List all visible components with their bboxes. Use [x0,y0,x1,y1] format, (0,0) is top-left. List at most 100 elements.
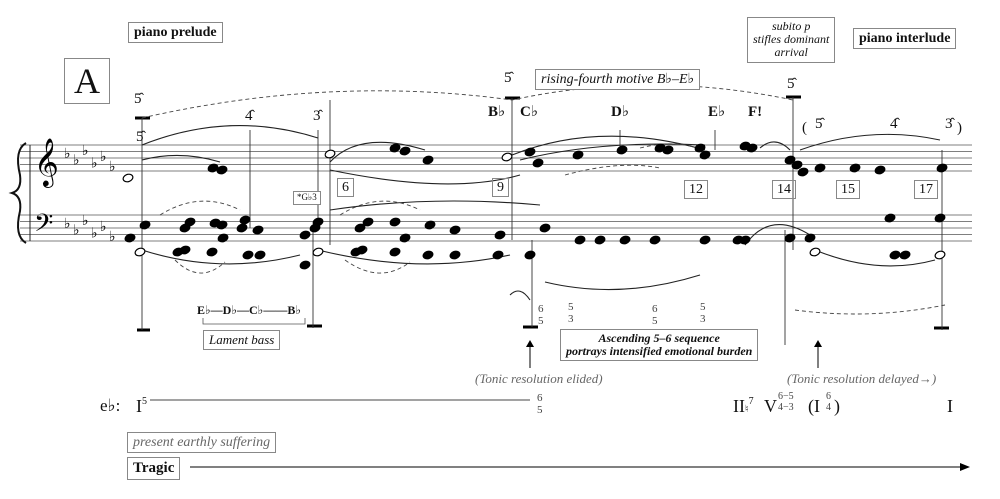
measure-number: 6 [337,178,354,198]
slur [759,141,791,151]
slur [329,169,521,185]
scale-degree-5-top: 5̂ [134,91,142,107]
notehead [449,225,461,235]
notehead [239,215,251,225]
fig-top: 6−5 [778,391,794,402]
slur [317,249,511,265]
lament-bass-label: Lament bass [203,330,281,351]
notehead [184,217,196,227]
notehead [449,250,461,260]
notehead [134,247,146,257]
scale-degree-5-right: 5̂ [787,76,795,92]
flat-icon: ♭ [73,223,80,238]
dashed-slur [344,259,411,274]
scale-degree-5-mid: 5̂ [504,70,512,86]
notehead [804,233,816,243]
present-suffering-label: present earthly suffering [127,432,277,454]
notehead [619,235,631,245]
motive-note-db: D♭ [611,104,629,120]
notehead [849,163,861,173]
notehead [399,233,411,243]
notehead [122,173,134,183]
chord-i-final: I [947,396,953,416]
piano-interlude-label: piano interlude [853,28,957,50]
notehead [694,143,706,153]
chord-i64: (I [808,397,820,415]
notehead [299,230,311,240]
notehead [746,143,758,153]
notehead [252,225,264,235]
flat-icon: ♭ [82,214,89,229]
flat-icon: ♭ [73,153,80,168]
brace [8,142,27,244]
notehead [539,223,551,233]
section-label: A [64,58,110,104]
paren-open: ( [802,120,807,136]
notehead [699,235,711,245]
notehead [324,149,336,159]
notehead [524,250,536,260]
notehead [791,160,803,170]
chord-close-paren: ) [834,396,840,416]
flat-icon: ♭ [91,227,98,242]
flat-icon: ♭ [82,144,89,159]
notehead [216,165,228,175]
notehead [797,167,809,177]
measure-number: 15 [836,180,860,200]
notehead [216,220,228,230]
notehead [206,247,218,257]
motive-note-eb: E♭ [708,104,726,120]
slur [141,125,319,146]
fig-top: 6 [826,391,831,402]
notehead [242,250,254,260]
notehead [179,245,191,255]
motive-note-f: F! [748,104,763,120]
notehead [362,217,374,227]
notehead [139,220,151,230]
arrow-right-icon [960,463,970,471]
dashed-slur [174,259,226,274]
fig-bottom: 5 [652,314,658,327]
fig-bottom: 4 [826,401,831,413]
flat-icon: ♭ [100,150,107,165]
fig-bottom: 5 [537,403,543,416]
slur [329,200,541,211]
notehead [784,233,796,243]
notehead [494,230,506,240]
fig-bottom: 4−3 [778,401,794,413]
lament-notes: E♭—D♭—C♭——B♭ [197,303,301,317]
notehead [699,150,711,160]
subito-line-1: subito p [772,19,811,33]
notehead [492,250,504,260]
subito-line-3: arrival [774,45,808,60]
notehead [874,165,886,175]
paren-close: ) [957,120,962,136]
notehead [217,233,229,243]
notehead [524,147,536,157]
fig-bottom: 3 [568,312,574,325]
dashed-slur [564,164,661,176]
fig-bottom: 3 [700,312,706,325]
notehead [739,235,751,245]
slur [519,143,706,161]
tonic-elided-label: (Tonic resolution elided) [475,371,603,386]
chord-figure: 5 [142,396,147,407]
notehead [299,260,311,270]
dashed-slur [639,143,706,153]
notehead [356,245,368,255]
dashed-slur [159,200,241,216]
arrow-up-icon [814,340,822,347]
chord-ii7: II♮7 [733,396,754,416]
ascending-line-1: Ascending 5–6 sequence [598,331,720,345]
arrow-up-icon [526,340,534,347]
slur [141,249,301,265]
chord-numeral: II [733,396,745,416]
notehead [572,150,584,160]
piano-prelude-label: piano prelude [128,22,223,44]
scale-degree-5: 5̂ [136,129,144,145]
notehead [594,235,606,245]
